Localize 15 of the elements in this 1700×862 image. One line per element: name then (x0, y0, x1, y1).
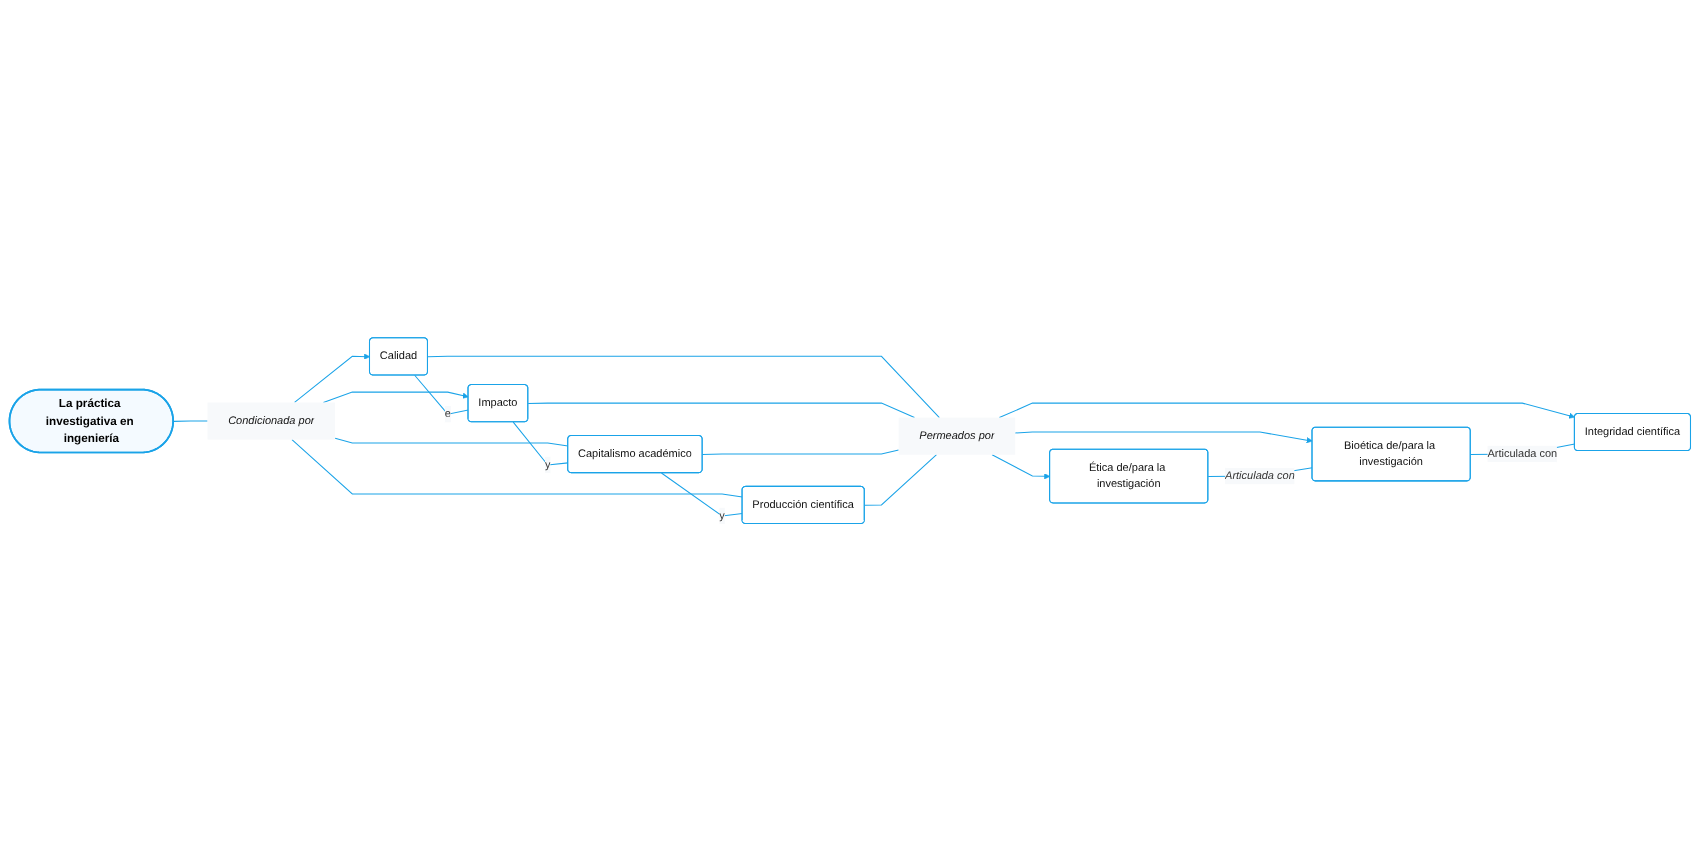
connector (864, 454, 938, 506)
connector (414, 374, 469, 415)
arrow (998, 402, 1575, 419)
arrow (1014, 431, 1313, 444)
connector (334, 437, 569, 447)
arrow (322, 391, 469, 403)
connector (291, 439, 743, 498)
arrow (991, 454, 1051, 480)
connector (701, 449, 900, 455)
connector (172, 420, 209, 422)
connector (527, 402, 915, 419)
connector (660, 472, 743, 517)
arrow (294, 353, 371, 403)
connector (427, 355, 940, 419)
connector (512, 421, 569, 466)
